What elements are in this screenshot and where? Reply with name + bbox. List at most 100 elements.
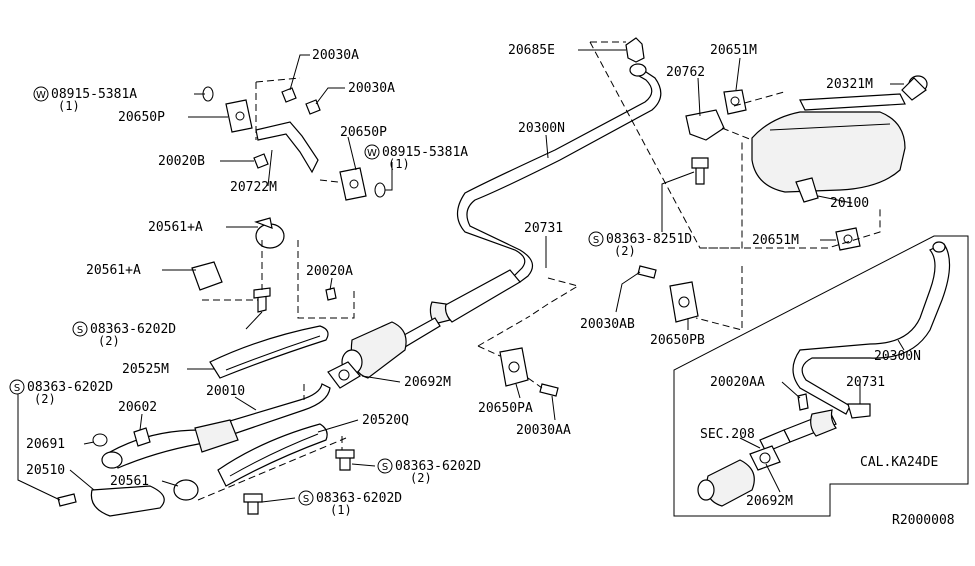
variant-box-label: CAL.KA24DE	[860, 455, 938, 470]
heat-shield-20525M	[209, 325, 329, 379]
screw-symbol-1: S	[72, 321, 88, 337]
screw-symbol-2: S	[9, 379, 25, 395]
label-08915-lower: 08915-5381A	[382, 145, 468, 160]
screw-symbol-letter: S	[14, 383, 20, 394]
part-labels: 20030A 20030A 08915-5381A (1) 20650P 206…	[26, 43, 955, 528]
label-20731-variant: 20731	[846, 375, 885, 390]
label-20020AA: 20020AA	[710, 375, 765, 390]
variant-box	[673, 235, 969, 517]
mount-20650PA	[499, 347, 529, 387]
sensor-20602	[133, 427, 151, 447]
muffler-20100	[751, 75, 928, 203]
mount-20650P-left	[225, 99, 253, 133]
bolt-6202D-left	[57, 493, 77, 507]
label-20520Q: 20520Q	[362, 413, 409, 428]
reference-code: R2000008	[892, 513, 955, 528]
label-section-ref: SEC.208	[700, 427, 755, 442]
washer-symbol-letter: W	[367, 148, 377, 159]
screw-symbol-letter: S	[77, 325, 83, 336]
heat-shield-20520Q	[217, 423, 328, 487]
label-20561: 20561	[110, 474, 149, 489]
bolt-8251D	[691, 157, 709, 185]
bolt-upper-left	[253, 287, 271, 313]
label-20020B: 20020B	[158, 154, 205, 169]
label-08363-8251D: 08363-8251D	[606, 232, 692, 247]
nut-20020B	[253, 153, 269, 169]
screw-symbol-4: S	[298, 490, 314, 506]
gasket-20692M	[327, 361, 361, 389]
nut-20020A	[325, 287, 337, 301]
label-20020A: 20020A	[306, 264, 353, 279]
label-08363-6202D-4: 08363-6202D	[316, 491, 402, 506]
clamp-20561A-upper	[254, 217, 285, 249]
screw-symbol-letter: S	[382, 462, 388, 473]
washer-symbol-letter: W	[36, 90, 46, 101]
label-20510: 20510	[26, 463, 65, 478]
nut-20030A-upper	[281, 87, 297, 103]
label-08363-6202D-1-qty: (2)	[98, 334, 120, 348]
label-08363-8251D-qty: (2)	[614, 244, 636, 258]
label-20561A-lower: 20561+A	[86, 263, 141, 278]
label-20762: 20762	[666, 65, 705, 80]
center-resonator	[394, 269, 521, 351]
bracket-20722M	[255, 121, 319, 174]
dashed-assembly-lines	[197, 41, 881, 501]
mount-20650P-right	[339, 167, 367, 201]
label-20321M: 20321M	[826, 77, 873, 92]
label-20300N-main: 20300N	[518, 121, 565, 136]
washer-right	[374, 182, 386, 198]
heat-shield-20510	[90, 485, 165, 517]
label-20030AA: 20030AA	[516, 423, 571, 438]
screw-symbol-5: S	[588, 231, 604, 247]
label-20010: 20010	[206, 384, 245, 399]
label-20722M: 20722M	[230, 180, 277, 195]
label-20731-main: 20731	[524, 221, 563, 236]
label-20651M-upper: 20651M	[710, 43, 757, 58]
bolt-6202D-right	[335, 449, 355, 471]
mount-20650PB	[669, 281, 699, 323]
screw-symbol-letter: S	[593, 235, 599, 246]
label-20691: 20691	[26, 437, 65, 452]
label-08915-upper-qty: (1)	[58, 99, 80, 113]
bolt-20030AA	[539, 383, 559, 397]
label-20650PA: 20650PA	[478, 401, 533, 416]
label-08363-6202D-3: 08363-6202D	[395, 459, 481, 474]
label-20650P-left: 20650P	[118, 110, 165, 125]
label-20602: 20602	[118, 400, 157, 415]
label-20650PB: 20650PB	[650, 333, 705, 348]
label-08915-lower-qty: (1)	[388, 157, 410, 171]
label-20300N-variant: 20300N	[874, 349, 921, 364]
label-20030A-upper: 20030A	[312, 48, 359, 63]
label-20525M: 20525M	[122, 362, 169, 377]
washer-symbol-1: W	[33, 86, 49, 102]
label-08363-6202D-2: 08363-6202D	[27, 380, 113, 395]
plug-20691	[92, 433, 108, 447]
label-20651M-lower: 20651M	[752, 233, 799, 248]
label-08363-6202D-4-qty: (1)	[330, 503, 352, 517]
rubber-mount-20651M-upper	[723, 89, 747, 115]
label-08363-6202D-3-qty: (2)	[410, 471, 432, 485]
rubber-mount-20651M-lower	[835, 227, 861, 251]
label-20030A-lower: 20030A	[348, 81, 395, 96]
clamp-20561	[173, 479, 199, 501]
label-20030AB: 20030AB	[580, 317, 635, 332]
label-08363-6202D-2-qty: (2)	[34, 392, 56, 406]
hanger-20685E	[625, 37, 645, 63]
label-08363-6202D-1: 08363-6202D	[90, 322, 176, 337]
front-pipe-20010	[101, 383, 331, 469]
screw-symbol-letter: S	[303, 494, 309, 505]
label-20100: 20100	[830, 196, 869, 211]
leader-lines	[17, 49, 905, 503]
label-20685E: 20685E	[508, 43, 555, 58]
label-20692M-main: 20692M	[404, 375, 451, 390]
screw-symbol-3: S	[377, 458, 393, 474]
washer-symbol-2: W	[364, 144, 380, 160]
label-20650P-right: 20650P	[340, 125, 387, 140]
label-20692M-variant: 20692M	[746, 494, 793, 509]
label-20561A-upper: 20561+A	[148, 220, 203, 235]
bracket-20762	[685, 109, 725, 141]
clamp-20561A-lower	[191, 261, 223, 291]
bolt-6202D-bottom	[243, 493, 263, 515]
